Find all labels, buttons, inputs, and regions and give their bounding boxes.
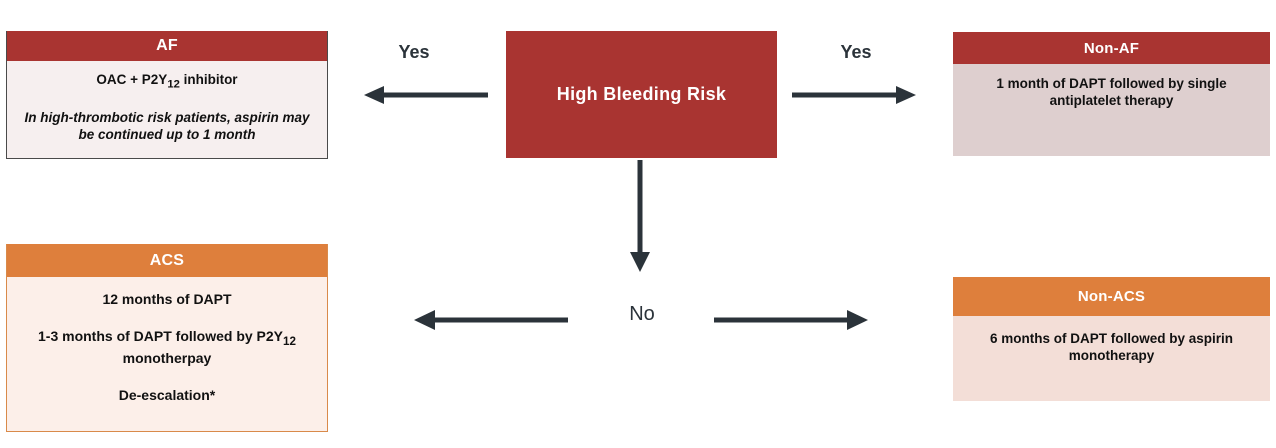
card-af: AF OAC + P2Y12 inhibitor In high-thrombo… [6, 31, 328, 159]
arrow-right-no-icon [714, 310, 868, 330]
arrow-right-yes-icon [792, 86, 916, 104]
arrow-down-no-icon [630, 160, 650, 272]
card-acs-line-2: 1-3 months of DAPT followed by P2Y12 mon… [7, 328, 327, 368]
card-af-title: AF [156, 37, 178, 54]
card-acs: ACS 12 months of DAPT 1-3 months of DAPT… [6, 244, 328, 432]
card-non-acs-header: Non-ACS [953, 277, 1270, 316]
card-acs-line-3: De-escalation* [118, 386, 216, 403]
edge-label-yes-right: Yes [840, 42, 872, 62]
card-non-af-header: Non-AF [953, 32, 1270, 64]
card-non-acs-title: Non-ACS [1077, 288, 1146, 305]
card-acs-line-2-subscript: 12 [283, 334, 296, 348]
edge-label-no: No [629, 303, 655, 325]
decision-box-label: High Bleeding Risk [556, 84, 727, 104]
card-af-line-2: In high-thrombotic risk patients, aspiri… [24, 110, 310, 143]
card-non-af-line-1: 1 month of DAPT followed by single antip… [996, 76, 1227, 109]
card-acs-line-2-post: monotherpay [122, 349, 212, 366]
card-acs-line-1: 12 months of DAPT [102, 291, 232, 307]
card-non-acs-line-1: 6 months of DAPT followed by aspirin mon… [989, 331, 1233, 364]
edge-label-yes-left: Yes [398, 42, 430, 62]
card-non-af-body: 1 month of DAPT followed by single antip… [953, 64, 1270, 156]
card-acs-line-2-pre: 1-3 months of DAPT followed by P2Y [38, 327, 284, 344]
arrow-left-yes-icon [364, 86, 488, 104]
arrow-left-no-icon [414, 310, 568, 330]
card-non-acs-body: 6 months of DAPT followed by aspirin mon… [953, 316, 1270, 401]
card-af-line-1-subscript: 12 [167, 78, 180, 91]
card-af-line-1-post: inhibitor [179, 72, 238, 87]
card-af-line-1-pre: OAC + P2Y [96, 72, 168, 87]
card-non-af-title: Non-AF [1083, 39, 1140, 57]
card-acs-title: ACS [149, 251, 185, 269]
card-acs-header: ACS [7, 244, 327, 277]
card-non-acs: Non-ACS 6 months of DAPT followed by asp… [953, 277, 1270, 401]
card-non-af: Non-AF 1 month of DAPT followed by singl… [953, 32, 1270, 156]
card-af-header: AF [7, 31, 327, 61]
card-af-line-1: OAC + P2Y12 inhibitor [7, 71, 327, 92]
card-af-body: OAC + P2Y12 inhibitor In high-thrombotic… [7, 61, 327, 157]
card-acs-body: 12 months of DAPT 1-3 months of DAPT fol… [7, 277, 327, 430]
decision-box-high-bleeding-risk: High Bleeding Risk [506, 31, 777, 158]
